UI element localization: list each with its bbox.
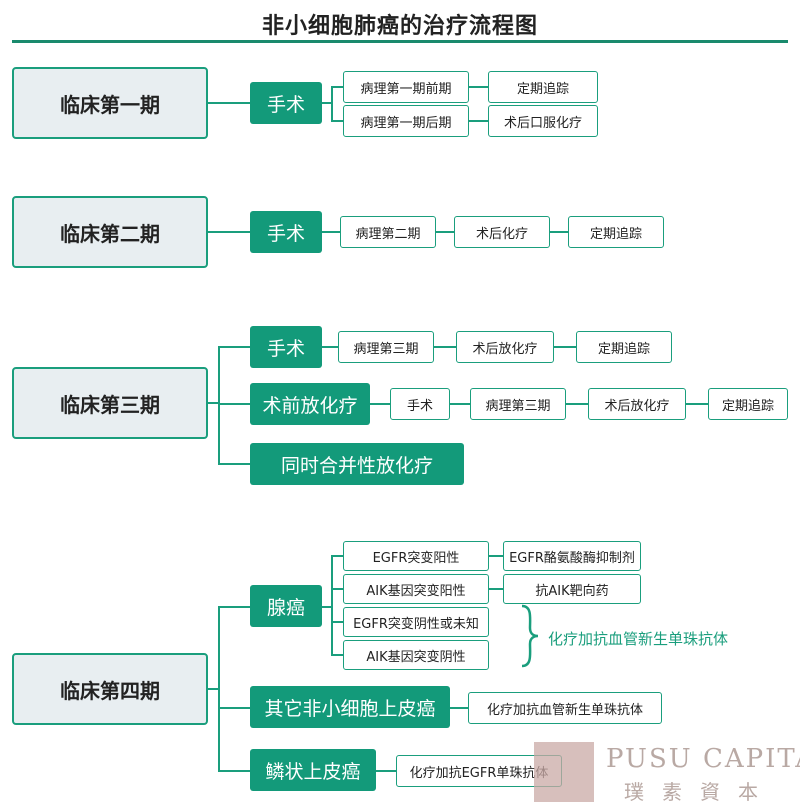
connector — [218, 606, 220, 772]
connector — [208, 102, 250, 104]
connector — [331, 588, 343, 590]
connector — [469, 86, 488, 88]
connector — [566, 403, 588, 405]
connector — [331, 555, 333, 656]
stage-4-squamous: 鳞状上皮癌 — [250, 749, 376, 791]
stage-3-concurrent-chemoradiation: 同时合并性放化疗 — [250, 443, 464, 485]
connector — [218, 463, 250, 465]
stage-3-box: 临床第三期 — [12, 367, 208, 439]
connector — [550, 231, 568, 233]
connector — [218, 346, 220, 465]
stage-3-opt2-step-1: 手术 — [390, 388, 450, 420]
diagram-title: 非小细胞肺癌的治疗流程图 — [261, 14, 538, 39]
stage-3-opt1-step-3: 定期追踪 — [576, 331, 672, 363]
connector — [331, 621, 343, 623]
connector — [322, 606, 332, 608]
connector — [218, 707, 250, 709]
stage-4-brace-treatment: 化疗加抗血管新生单珠抗体 — [548, 630, 729, 648]
connector — [489, 555, 503, 557]
connector — [686, 403, 708, 405]
stage-1-box: 临床第一期 — [12, 67, 208, 139]
stage-3-opt1-step-2: 术后放化疗 — [456, 331, 554, 363]
stage-2-step-1: 病理第二期 — [340, 216, 436, 248]
stage-2-surgery: 手术 — [250, 211, 322, 253]
logo-english: PUSU CAPITAL — [606, 744, 800, 774]
stage-3-surgery: 手术 — [250, 326, 322, 368]
stage-2-box: 临床第二期 — [12, 196, 208, 268]
stage-2-step-3: 定期追踪 — [568, 216, 664, 248]
connector — [218, 403, 250, 405]
stage-3-opt2-step-2: 病理第三期 — [470, 388, 566, 420]
stage-4-box: 临床第四期 — [12, 653, 208, 725]
stage-3-opt1-step-1: 病理第三期 — [338, 331, 434, 363]
stage-4-egfr-positive: EGFR突变阳性 — [343, 541, 489, 571]
connector — [331, 86, 333, 122]
connector — [218, 346, 250, 348]
curly-brace — [521, 604, 539, 668]
stage-4-other-treatment: 化疗加抗血管新生单珠抗体 — [468, 692, 662, 724]
stage-4-egfr-tki: EGFR酪氨酸酶抑制剂 — [503, 541, 641, 571]
stage-1-path-b-step-2: 术后口服化疗 — [488, 105, 598, 137]
connector — [331, 120, 343, 122]
connector — [450, 707, 468, 709]
connector — [218, 770, 250, 772]
stage-4-alk-positive: AIK基因突变阳性 — [343, 574, 489, 604]
stage-4-adenocarcinoma: 腺癌 — [250, 585, 322, 627]
connector — [376, 770, 396, 772]
stage-4-anti-alk-drug: 抗AIK靶向药 — [503, 574, 641, 604]
logo-seal — [534, 742, 594, 802]
stage-1-surgery: 手术 — [250, 82, 322, 124]
stage-3-opt2-step-3: 术后放化疗 — [588, 388, 686, 420]
stage-4-egfr-negative: EGFR突变阴性或未知 — [343, 607, 489, 637]
stage-3-preop-chemoradiation: 术前放化疗 — [250, 383, 370, 425]
connector — [331, 555, 343, 557]
watermark-logo: PUSU CAPITAL 璞素資本 — [534, 742, 800, 804]
stage-4-other-nsclc: 其它非小细胞上皮癌 — [250, 686, 450, 728]
stage-1-path-b-step-1: 病理第一期后期 — [343, 105, 469, 137]
connector — [218, 606, 250, 608]
connector — [554, 346, 576, 348]
connector — [322, 231, 340, 233]
connector — [322, 346, 338, 348]
connector — [450, 403, 470, 405]
connector — [331, 654, 343, 656]
stage-3-opt2-step-4: 定期追踪 — [708, 388, 788, 420]
connector — [208, 688, 220, 690]
connector — [434, 346, 456, 348]
connector — [370, 403, 390, 405]
title-rule — [12, 40, 788, 43]
logo-chinese: 璞素資本 — [624, 780, 776, 804]
connector — [208, 402, 220, 404]
stage-1-path-a-step-2: 定期追踪 — [488, 71, 598, 103]
connector — [436, 231, 454, 233]
connector — [208, 231, 250, 233]
stage-1-path-a-step-1: 病理第一期前期 — [343, 71, 469, 103]
stage-4-alk-negative: AIK基因突变阴性 — [343, 640, 489, 670]
connector — [469, 120, 488, 122]
connector — [322, 102, 332, 104]
connector — [489, 588, 503, 590]
stage-2-step-2: 术后化疗 — [454, 216, 550, 248]
connector — [331, 86, 343, 88]
